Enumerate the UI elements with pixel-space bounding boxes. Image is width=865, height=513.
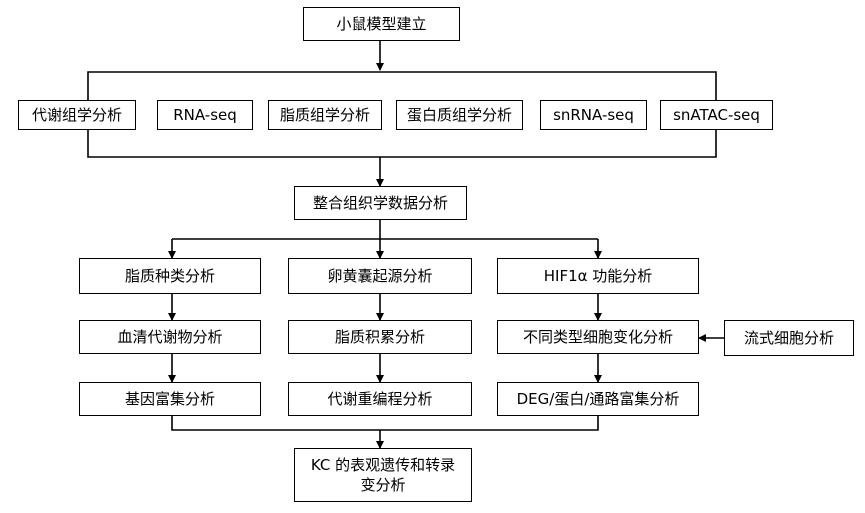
node-deg-enrichment: DEG/蛋白/通路富集分析 xyxy=(497,382,699,416)
node-lipid-class: 脂质种类分析 xyxy=(79,258,261,294)
omics-top-bracket xyxy=(87,71,717,100)
node-snatac-seq: snATAC-seq xyxy=(660,100,773,130)
node-mouse-model: 小鼠模型建立 xyxy=(303,7,460,41)
omics-bottom-bracket xyxy=(87,129,717,158)
node-yolk-sac: 卵黄囊起源分析 xyxy=(288,258,472,294)
node-metabolic-reprogramming: 代谢重编程分析 xyxy=(288,382,472,416)
node-hif1a: HIF1α 功能分析 xyxy=(497,258,699,294)
node-cell-type-change: 不同类型细胞变化分析 xyxy=(497,320,699,354)
node-integration: 整合组织学数据分析 xyxy=(294,186,467,220)
node-kc-analysis: KC 的表观遗传和转录 变分析 xyxy=(294,448,472,502)
node-metabolomics: 代谢组学分析 xyxy=(18,100,136,130)
kc-line-2: 变分析 xyxy=(360,476,406,494)
node-proteomics: 蛋白质组学分析 xyxy=(396,100,523,130)
kc-line-1: KC 的表观遗传和转录 xyxy=(310,455,456,474)
node-snrna-seq: snRNA-seq xyxy=(540,100,647,130)
node-lipid-accumulation: 脂质积累分析 xyxy=(288,320,472,354)
node-flow-cytometry: 流式细胞分析 xyxy=(724,320,854,356)
node-lipidomics: 脂质组学分析 xyxy=(268,100,382,130)
bottom-bracket xyxy=(171,416,599,431)
node-serum-metabolite: 血清代谢物分析 xyxy=(79,320,261,354)
node-rna-seq: RNA-seq xyxy=(157,100,253,130)
node-gene-enrichment: 基因富集分析 xyxy=(79,382,261,416)
